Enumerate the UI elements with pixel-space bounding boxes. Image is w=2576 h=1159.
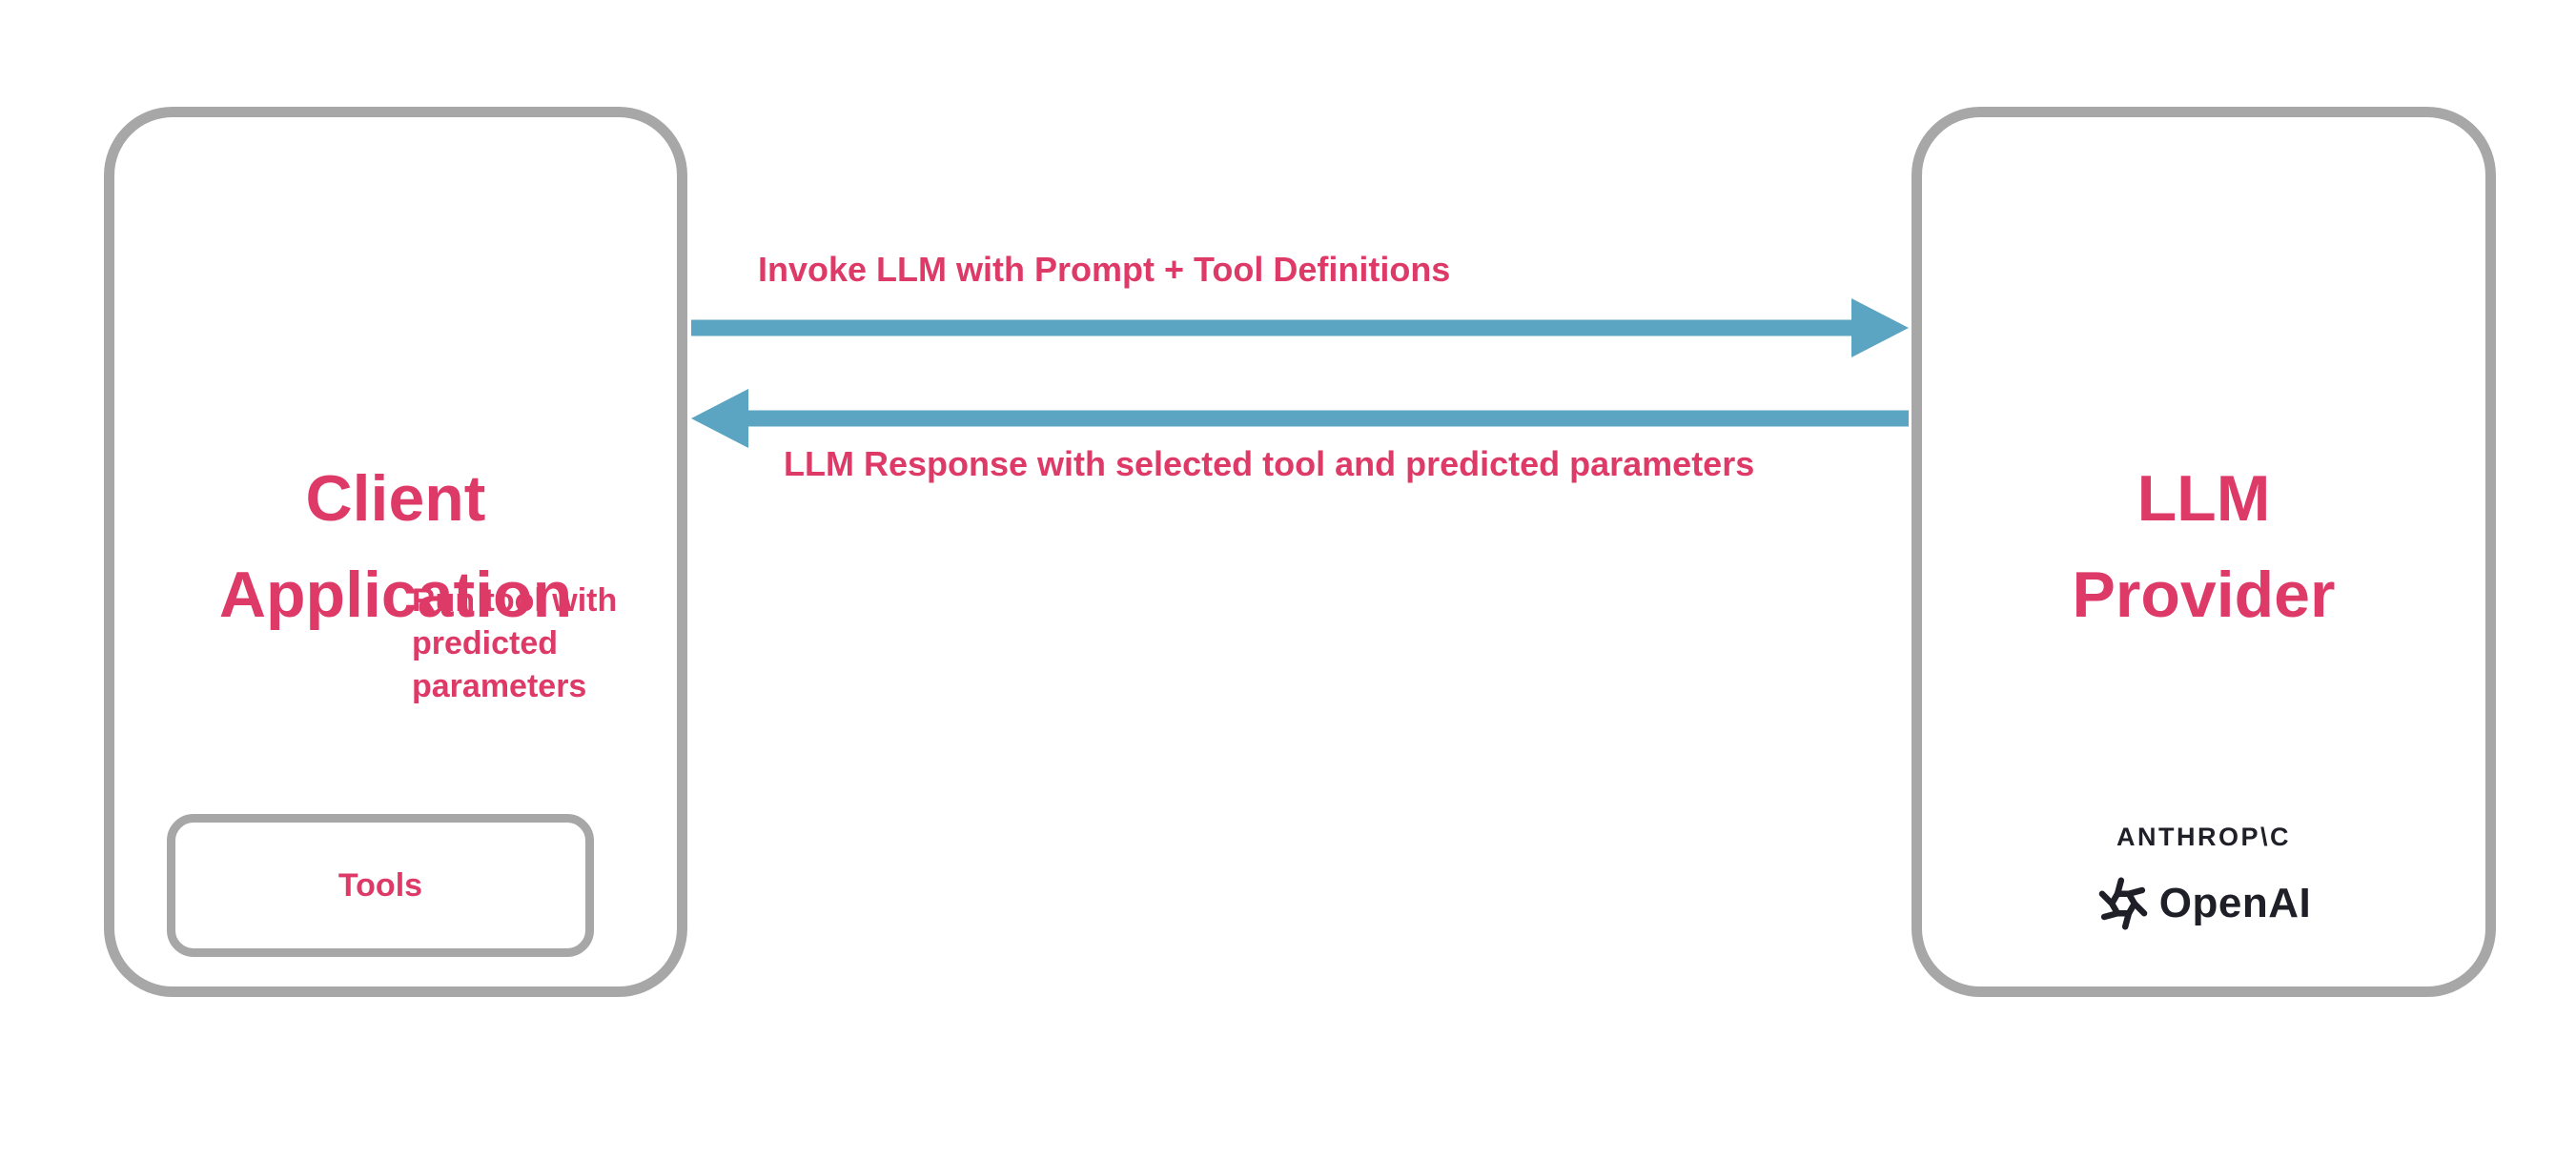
llm-provider-box: LLM Provider ANTHROP\C OpenAI: [1912, 107, 2496, 997]
client-application-box: Client Application Run tool with predict…: [104, 107, 687, 997]
client-application-title: Client Application: [218, 462, 573, 631]
openai-logo: OpenAI: [2096, 877, 2311, 930]
openai-icon: [2096, 877, 2150, 930]
provider-logos: ANTHROP\C OpenAI: [1922, 823, 2485, 930]
run-tool-label: Run tool with predicted parameters: [412, 582, 618, 704]
tools-label: Tools: [337, 866, 423, 904]
tools-box: Tools: [167, 814, 594, 957]
invoke-arrow-icon: [691, 298, 1909, 357]
openai-wordmark: OpenAI: [2158, 880, 2312, 926]
llm-provider-title: LLM Provider: [2072, 462, 2336, 631]
response-arrow-label: LLM Response with selected tool and pred…: [784, 444, 1755, 483]
response-arrow-icon: [691, 389, 1909, 448]
anthropic-logo: ANTHROP\C: [2116, 823, 2291, 851]
invoke-arrow-label: Invoke LLM with Prompt + Tool Definition…: [758, 250, 1451, 289]
